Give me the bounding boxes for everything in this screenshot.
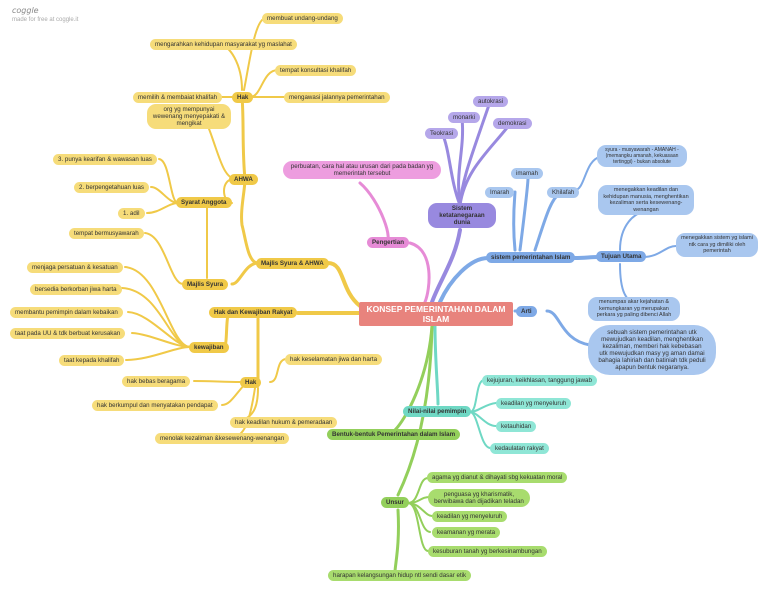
ketatanegaraan-item[interactable]: autokrasi (473, 96, 509, 107)
hak-item[interactable]: hak berkumpul dan menyatakan pendapat (92, 400, 218, 411)
ahwa-hak-item[interactable]: mengarahkan kehidupan masyarakat yg masl… (150, 39, 297, 50)
syarat-anggota-node[interactable]: Syarat Anggota (176, 197, 232, 208)
unsur-item[interactable]: penguasa yg kharismatik, berwibawa dan d… (428, 489, 530, 507)
hak-item[interactable]: hak keadilan hukum & pemeradaan (230, 417, 338, 428)
kewajiban-item[interactable]: menjaga persatuan & kesatuan (27, 262, 123, 273)
pengertian-text[interactable]: perbuatan, cara hal atau urusan dari pad… (283, 161, 441, 179)
ahwa-hak-node[interactable]: Hak (232, 92, 254, 103)
coggle-logo: coggle (12, 6, 39, 15)
unsur-item[interactable]: kesuburan tanah yg berkesinambungan (428, 546, 547, 557)
sistem-pemerintahan-item[interactable]: Imarah (485, 187, 515, 198)
syarat-item[interactable]: 2. berpengetahuan luas (74, 182, 150, 193)
nilai-item[interactable]: kejujuran, keikhlasan, tanggung jawab (482, 375, 597, 386)
sistem-pemerintahan-item[interactable]: imamah (511, 168, 544, 179)
majlis-syura-item[interactable]: tempat bermusyawarah (69, 228, 144, 239)
unsur-item[interactable]: harapan kelangsungan hidup ntl sendi das… (328, 570, 472, 581)
arti-node[interactable]: Arti (516, 306, 537, 317)
ahwa-hak-item[interactable]: memilih & membaiat khalifah (133, 92, 223, 103)
ketatanegaraan-item[interactable]: demokrasi (493, 118, 532, 129)
tujuan-utama-node[interactable]: Tujuan Utama (596, 251, 647, 262)
nilai-item[interactable]: keadilan yg menyeluruh (496, 398, 572, 409)
ahwa-hak-item[interactable]: tempat konsultasi khalifah (275, 65, 357, 76)
unsur-item[interactable]: agama yg dianut & dihayati sbg kekuatan … (427, 472, 568, 483)
tujuan-item[interactable]: menegakkan sistem yg islami ntk cara yg … (676, 233, 758, 257)
kewajiban-node[interactable]: kewajiban (189, 342, 229, 353)
majlis-ahwa-node[interactable]: Majlis Syura & AHWA (256, 258, 329, 269)
unsur-item[interactable]: keadilan yg menyeluruh (432, 511, 508, 522)
pengertian-node[interactable]: Pengertian (367, 237, 409, 248)
tujuan-item[interactable]: menumpas akar kejahatan & kemungkaran yg… (588, 297, 680, 321)
sistem-pemerintahan-item[interactable]: Khilafah (547, 187, 580, 198)
hak-item[interactable]: menolak kezaliman &kesewenang-wenangan (155, 433, 290, 444)
nilai-pemimpin-node[interactable]: Nilai-nilai pemimpin (403, 406, 472, 417)
khilafah-description[interactable]: syura - musyawarah - AMANAH - (memangku … (597, 145, 687, 167)
ahwa-hak-item[interactable]: mengawasi jalannya pemerintahan (284, 92, 390, 103)
sistem-pemerintahan-node[interactable]: sistem pemerintahan Islam (486, 252, 576, 263)
ketatanegaraan-item[interactable]: Teokrasi (425, 128, 459, 139)
ketatanegaraan-item[interactable]: monarki (448, 112, 481, 123)
kewajiban-item[interactable]: taat pada UU & tdk berbuat kerusakan (10, 328, 126, 339)
kewajiban-item[interactable]: bersedia berkorban jiwa harta (30, 284, 122, 295)
hak-item[interactable]: hak bebas beragama (122, 376, 191, 387)
nilai-item[interactable]: kedaulatan rakyat (490, 443, 549, 454)
ahwa-node[interactable]: AHWA (229, 174, 258, 185)
syarat-item[interactable]: 3. punya kearifan & wawasan luas (53, 154, 157, 165)
majlis-syura-node[interactable]: Majlis Syura (182, 279, 229, 290)
unsur-item[interactable]: keamanan yg merata (432, 527, 501, 538)
nilai-item[interactable]: ketauhidan (496, 421, 537, 432)
tujuan-item[interactable]: menegakkan keadilan dan kehidupan manusi… (598, 185, 694, 215)
unsur-node[interactable]: Unsur (381, 497, 409, 508)
ahwa-description[interactable]: org yg mempunyai wewenang menyepakati & … (147, 104, 231, 129)
kewajiban-item[interactable]: taat kepada khalifah (59, 355, 125, 366)
arti-text[interactable]: sebuah sistem pemerintahan utk mewujudka… (588, 325, 716, 375)
hak-rakyat-node[interactable]: Hak (240, 377, 262, 388)
ahwa-hak-item[interactable]: membuat undang-undang (262, 13, 343, 24)
hak-kewajiban-node[interactable]: Hak dan Kewajiban Rakyat (209, 307, 298, 318)
kewajiban-item[interactable]: membantu pemimpin dalam kebaikan (10, 307, 123, 318)
hak-item[interactable]: hak keselamatan jiwa dan harta (285, 354, 383, 365)
syarat-item[interactable]: 1. adil (118, 208, 145, 219)
sistem-ketatanegaraan-node[interactable]: Sistem ketatanegaraan dunia (428, 203, 496, 228)
bentuk-pemerintahan-node[interactable]: Bentuk-bentuk Pemerintahan dalam Islam (327, 429, 461, 440)
coggle-tagline[interactable]: made for free at coggle.it (12, 17, 79, 23)
root-node[interactable]: KONSEP PEMERINTAHAN DALAM ISLAM (359, 302, 513, 326)
